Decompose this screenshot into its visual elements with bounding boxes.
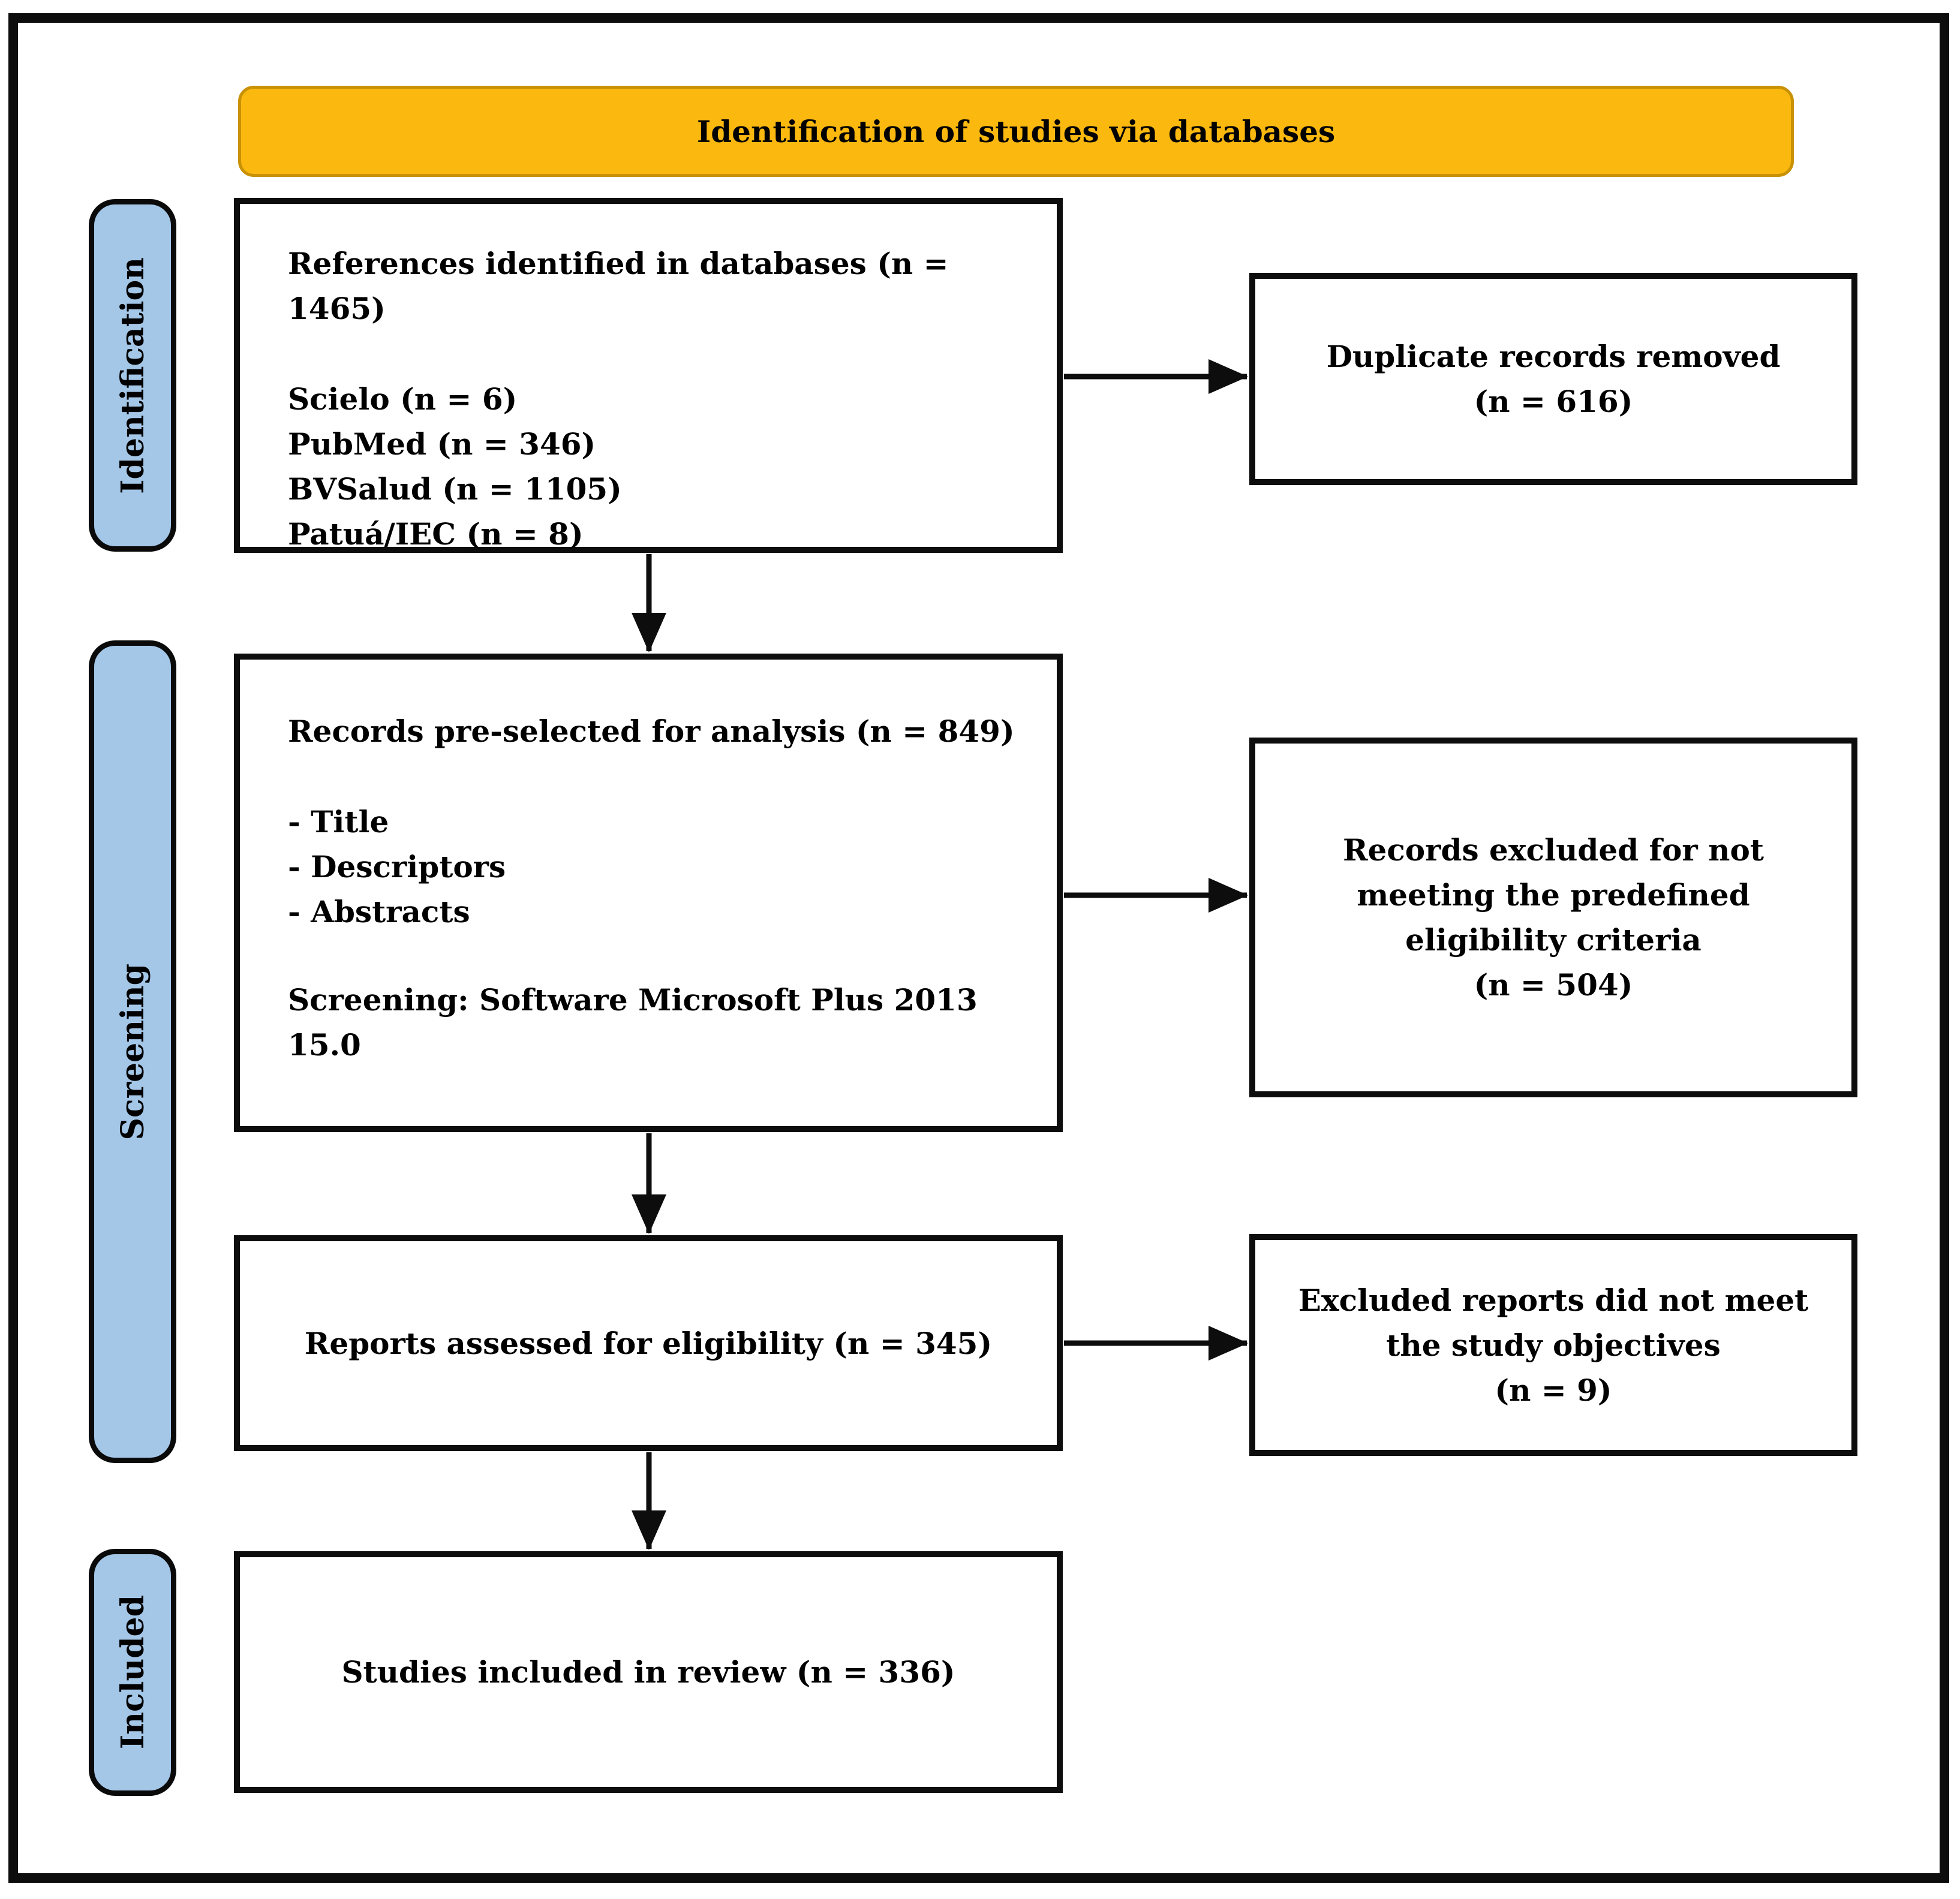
box-reports-assessed: Reports assessed for eligibility (n = 34… — [234, 1235, 1063, 1451]
duplicates-line-2: (n = 616) — [1474, 384, 1633, 419]
database-scielo: Scielo (n = 6) — [288, 381, 518, 417]
box-duplicate-records-removed: Duplicate records removed (n = 616) — [1249, 273, 1857, 485]
stage-included-text: Included — [114, 1595, 151, 1750]
screening-software-note: Screening: Software Microsoft Plus 2013 … — [288, 982, 978, 1063]
excluded2-line-3: (n = 9) — [1495, 1372, 1612, 1408]
duplicates-line-1: Duplicate records removed — [1326, 339, 1781, 374]
excluded1-line-2: meeting the predefined — [1357, 877, 1750, 913]
box-studies-included: Studies included in review (n = 336) — [234, 1551, 1063, 1793]
banner-identification-of-studies: Identification of studies via databases — [238, 86, 1794, 177]
excluded1-line-4: (n = 504) — [1474, 967, 1633, 1003]
criterion-descriptors: - Descriptors — [288, 849, 506, 884]
stage-screening-text: Screening — [114, 963, 151, 1140]
box-included-title: Studies included in review (n = 336) — [341, 1654, 955, 1690]
box-excluded-reports-objectives: Excluded reports did not meet the study … — [1249, 1234, 1857, 1456]
stage-label-included: Included — [89, 1549, 176, 1796]
box-references-identified: References identified in databases (n = … — [234, 198, 1063, 553]
box-assessed-title: Reports assessed for eligibility (n = 34… — [304, 1325, 993, 1361]
database-pubmed: PubMed (n = 346) — [288, 426, 596, 462]
excluded2-line-2: the study objectives — [1386, 1327, 1721, 1363]
stage-identification-text: Identification — [114, 257, 151, 494]
box-preselected-title: Records pre-selected for analysis (n = 8… — [288, 714, 1015, 749]
box-records-excluded-eligibility: Records excluded for not meeting the pre… — [1249, 738, 1857, 1097]
box-identified-title: References identified in databases (n = … — [288, 246, 949, 326]
criterion-abstracts: - Abstracts — [288, 894, 470, 929]
stage-label-identification: Identification — [89, 199, 176, 552]
stage-label-screening: Screening — [89, 640, 176, 1463]
excluded1-line-3: eligibility criteria — [1405, 922, 1702, 958]
banner-label: Identification of studies via databases — [696, 113, 1336, 149]
criterion-title: - Title — [288, 804, 389, 839]
excluded1-line-1: Records excluded for not — [1343, 832, 1764, 868]
excluded2-line-1: Excluded reports did not meet — [1298, 1282, 1809, 1318]
database-patua-iec: Patuá/IEC (n = 8) — [288, 516, 584, 552]
database-bvsalud: BVSalud (n = 1105) — [288, 471, 622, 507]
box-records-preselected: Records pre-selected for analysis (n = 8… — [234, 654, 1063, 1132]
